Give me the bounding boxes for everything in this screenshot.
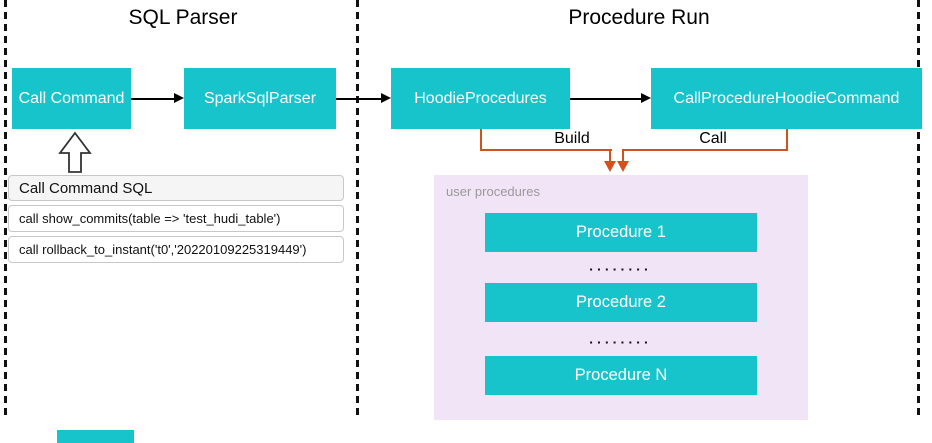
dashed-border-right bbox=[917, 0, 920, 416]
arrow-line-1 bbox=[131, 97, 176, 100]
arrow-right-icon bbox=[641, 93, 651, 103]
arrow-right-icon bbox=[174, 93, 184, 103]
call-connector-drop bbox=[786, 129, 788, 151]
hoodie-procedures-node: HoodieProcedures bbox=[391, 68, 570, 129]
arrow-right-icon bbox=[381, 93, 391, 103]
build-edge-label: Build bbox=[554, 130, 590, 147]
sql-box-header: Call Command SQL bbox=[8, 175, 344, 201]
user-procedures-label: user procedures bbox=[446, 184, 540, 199]
build-connector-drop bbox=[480, 129, 482, 151]
ellipsis-dots: ▪▪▪▪▪▪▪▪ bbox=[589, 338, 653, 347]
user-procedures-panel: user procedures Procedure 1 ▪▪▪▪▪▪▪▪ Pro… bbox=[434, 175, 808, 420]
call-procedure-hoodie-command-node: CallProcedureHoodieCommand bbox=[651, 68, 922, 129]
build-connector-stub bbox=[609, 151, 611, 162]
cropped-teal-box bbox=[57, 430, 134, 443]
arrow-down-icon bbox=[604, 161, 616, 172]
procedure-n-node: Procedure N bbox=[485, 356, 757, 395]
dashed-border-left bbox=[4, 0, 7, 416]
arrow-line-3 bbox=[570, 97, 643, 100]
call-edge-label: Call bbox=[699, 130, 727, 147]
procedure-run-section-title: Procedure Run bbox=[568, 6, 710, 29]
ellipsis-dots: ▪▪▪▪▪▪▪▪ bbox=[589, 265, 653, 274]
call-command-node: Call Command bbox=[12, 68, 131, 129]
procedure-1-node: Procedure 1 bbox=[485, 213, 757, 252]
call-connector-stub bbox=[622, 151, 624, 162]
hollow-up-arrow-icon bbox=[58, 131, 92, 173]
call-connector-horizontal bbox=[622, 149, 788, 151]
sql-box-row: call show_commits(table => 'test_hudi_ta… bbox=[8, 205, 344, 232]
sql-parser-section-title: SQL Parser bbox=[128, 6, 238, 29]
arrow-line-2 bbox=[336, 97, 383, 100]
build-connector-horizontal bbox=[480, 149, 612, 151]
dashed-border-middle bbox=[356, 0, 359, 416]
procedure-2-node: Procedure 2 bbox=[485, 283, 757, 322]
spark-sql-parser-node: SparkSqlParser bbox=[184, 68, 336, 129]
arrow-down-icon bbox=[617, 161, 629, 172]
sql-box-row: call rollback_to_instant('t0','202201092… bbox=[8, 236, 344, 263]
